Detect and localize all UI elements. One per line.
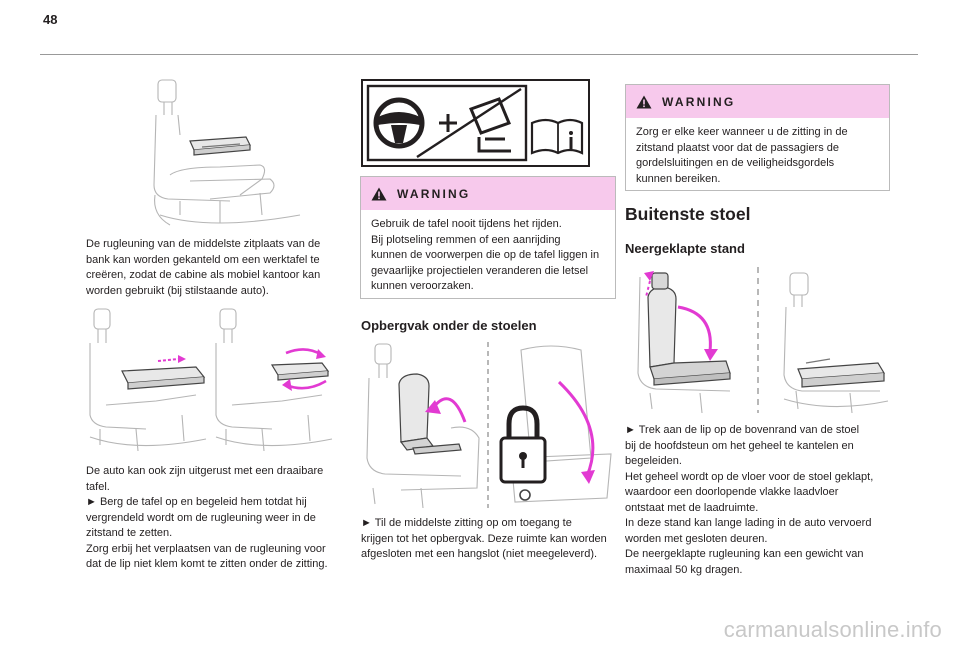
warning-triangle-icon	[636, 95, 652, 108]
watermark: carmanualsonline.info	[723, 617, 942, 642]
pictogram-no-table-while-driving	[361, 79, 590, 167]
illustration-storage-under-seat	[361, 338, 613, 510]
text-rotating-table: De auto kan ook zijn uitgerust met een d…	[86, 465, 328, 570]
padlock-icon	[499, 405, 547, 501]
heading-outer-seat: Buitenste stoel	[625, 204, 751, 224]
illustration-folded-outer-seat	[630, 263, 892, 415]
warning-header: WARNING	[626, 85, 889, 118]
illustration-folded-backrest-table	[150, 75, 310, 235]
heading-storage-under-seats: Opbergvak onder de stoelen	[361, 318, 537, 333]
warning-box-seat-position: WARNING Zorg er elke keer wanneer u de z…	[625, 84, 890, 191]
table-forbidden-icon	[469, 97, 511, 153]
page-number: 48	[43, 12, 58, 27]
header-rule	[40, 54, 918, 55]
text-storage-under-seats: ► Til de middelste zitting op om toegang…	[361, 517, 607, 560]
warning-title: WARNING	[397, 186, 471, 201]
text-backrest-table: De rugleuning van de middelste zitplaats…	[86, 238, 321, 297]
warning-triangle-icon	[371, 187, 387, 200]
warning-title: WARNING	[662, 94, 736, 109]
warning-text: Zorg er elke keer wanneer u de zitting i…	[636, 126, 848, 185]
steering-wheel-icon	[373, 97, 425, 149]
warning-text: Gebruik de tafel nooit tijdens het rijde…	[371, 218, 600, 292]
heading-folded-position: Neergeklapte stand	[625, 241, 745, 256]
illustration-rotating-table	[86, 305, 342, 455]
warning-box-table: WARNING Gebruik de tafel nooit tijdens h…	[360, 176, 616, 299]
manual-book-icon	[530, 118, 584, 155]
text-folded-position: ► Trek aan de lip op de bovenrand van de…	[625, 424, 874, 576]
warning-header: WARNING	[361, 177, 615, 210]
